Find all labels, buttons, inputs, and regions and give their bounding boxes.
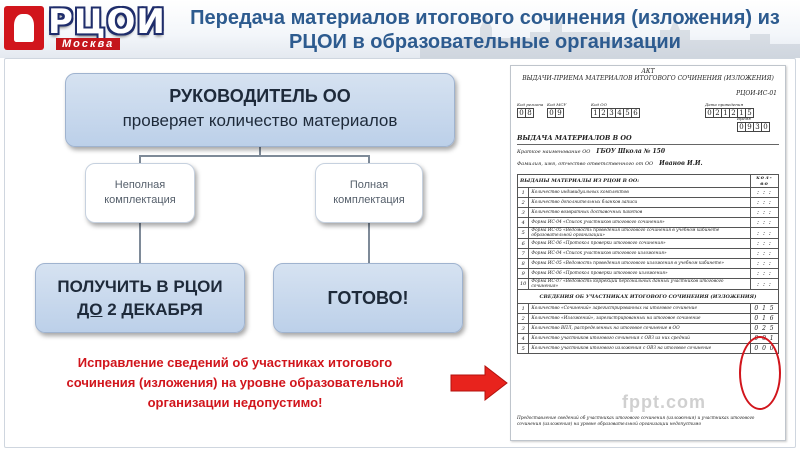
director-title: РУКОВОДИТЕЛЬ ОО <box>169 86 351 106</box>
complete-set-label: Полная комплектация <box>333 179 405 206</box>
director-box: РУКОВОДИТЕЛЬ ОО проверяет количество мат… <box>65 73 455 147</box>
document-footer: Предоставление сведений об участниках ит… <box>517 416 755 427</box>
act-form-code: РЦОИ-ИС-01 <box>736 90 777 97</box>
logo-city: Москва <box>56 38 121 50</box>
watermark: fppt.com <box>622 392 706 412</box>
ready-box: ГОТОВО! <box>273 263 463 333</box>
incomplete-set-label: Неполная комплектация <box>104 179 176 206</box>
connector-line <box>368 155 370 163</box>
code-date: Дата проведения 0 2 1 2 1 5 <box>705 102 754 118</box>
logo-text: РЦОИ <box>48 2 166 42</box>
act-subtitle: ВЫДАЧИ-ПРИЕМА МАТЕРИАЛОВ ИТОГОВОГО СОЧИН… <box>522 75 774 82</box>
highlight-oval <box>739 336 781 410</box>
arrow-right-icon <box>450 365 508 401</box>
get-in-rcoi-box: ПОЛУЧИТЬ В РЦОИ ДО 2 ДЕКАБРЯ <box>35 263 245 333</box>
section-issue: ВЫДАЧА МАТЕРИАЛОВ В ОО <box>517 134 632 142</box>
header-bar: РЦОИ Москва Передача материалов итоговог… <box>0 0 800 58</box>
warning-text: Исправление сведений об участниках итого… <box>66 355 404 410</box>
complete-set-box: Полная комплектация <box>315 163 423 223</box>
connector-line <box>139 155 369 157</box>
connector-line <box>259 147 261 155</box>
table-header-row: ВЫДАНЫ МАТЕРИАЛЫ ИЗ РЦОИ В ОО: кол-во <box>517 174 779 188</box>
participants-header-row: СВЕДЕНИЯ ОБ УЧАСТНИКАХ ИТОГОВОГО СОЧИНЕН… <box>517 289 779 304</box>
page-title: Передача материалов итогового сочинения … <box>190 7 780 53</box>
code-time: Время 0 9 3 0 <box>737 116 770 132</box>
get-deadline-date: 2 ДЕКАБРЯ <box>102 300 203 319</box>
main-panel: РУКОВОДИТЕЛЬ ОО проверяет количество мат… <box>4 58 796 448</box>
code-msu: Код МСУ 0 9 <box>547 102 567 118</box>
act-title: АКТ <box>641 68 655 75</box>
moscow-coat-of-arms-icon <box>4 6 44 50</box>
kremlin-skyline-icon <box>420 12 800 58</box>
field-responsible: Фамилия, имя, отчество ответственного от… <box>517 160 703 167</box>
act-codes-time: Время 0 9 3 0 <box>517 116 781 140</box>
code-region: Код региона 0 8 <box>517 102 544 118</box>
act-document: АКТ ВЫДАЧИ-ПРИЕМА МАТЕРИАЛОВ ИТОГОВОГО С… <box>510 65 786 441</box>
divider <box>517 144 779 145</box>
connector-line <box>139 155 141 163</box>
act-codes: Код региона 0 8 Код МСУ 0 9 Код ОО 1 2 3 <box>517 102 781 126</box>
incomplete-set-box: Неполная комплектация <box>85 163 195 223</box>
connector-line <box>368 223 370 263</box>
rcoi-logo: РЦОИ Москва <box>4 2 174 52</box>
connector-line <box>139 223 141 263</box>
ready-label: ГОТОВО! <box>327 288 409 308</box>
get-deadline-underlined: ДО <box>77 300 103 319</box>
director-action: проверяет количество материалов <box>122 111 398 130</box>
get-line1: ПОЛУЧИТЬ В РЦОИ <box>57 277 223 296</box>
code-oo: Код ОО 1 2 3 4 5 6 <box>591 102 640 118</box>
